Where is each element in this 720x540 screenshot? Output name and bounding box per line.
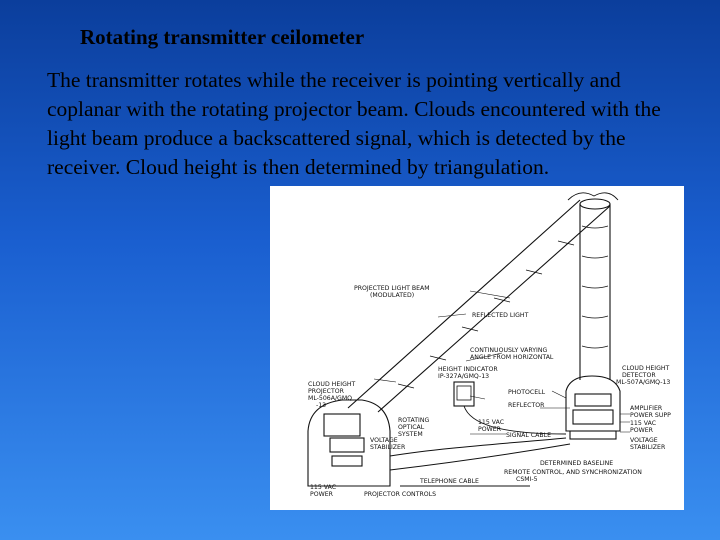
label-remote-control: REMOTE CONTROL, AND SYNCHRONIZATION <box>504 469 642 476</box>
label-signal-cable: SIGNAL CABLE <box>506 432 551 439</box>
label-optical: OPTICAL <box>398 424 425 431</box>
label-projected-beam: PROJECTED LIGHT BEAM <box>354 285 430 292</box>
label-detector-model: ML-507A/GMQ-13 <box>616 379 670 386</box>
slide-body-text: The transmitter rotates while the receiv… <box>47 68 661 179</box>
label-voltage-left: VOLTAGE <box>370 437 398 444</box>
label-power-supply: POWER SUPP <box>630 412 671 419</box>
label-reflector: REFLECTOR <box>508 402 545 409</box>
label-remote-model: CSMI-5 <box>516 476 538 483</box>
label-system: SYSTEM <box>398 431 423 438</box>
slide-title: Rotating transmitter ceilometer <box>80 25 365 49</box>
label-projected-beam-modulated: (MODULATED) <box>370 292 414 299</box>
label-voltage-right: VOLTAGE <box>630 437 658 444</box>
label-115vac-left: 115 VAC <box>310 484 336 491</box>
label-projector-model-suffix: -13 <box>316 402 326 409</box>
label-reflected-light: REFLECTED LIGHT <box>472 312 529 319</box>
label-telephone-cable: TELEPHONE CABLE <box>419 478 479 485</box>
label-115vac-mid: 115 VAC <box>478 419 504 426</box>
label-stabilizer-left: STABILIZER <box>370 444 406 451</box>
label-projector-controls: PROJECTOR CONTROLS <box>364 491 436 498</box>
label-115vac-right: 115 VAC <box>630 420 656 427</box>
label-power-right: POWER <box>630 427 654 434</box>
label-photocell: PHOTOCELL <box>508 389 546 396</box>
label-cloud-height-detector: CLOUD HEIGHT <box>622 365 670 372</box>
label-detector: DETECTOR <box>622 372 656 379</box>
label-amplifier: AMPLIFIER <box>630 405 663 412</box>
label-height-indicator: HEIGHT INDICATOR <box>438 366 498 373</box>
label-stabilizer-right: STABILIZER <box>630 444 666 451</box>
label-power-mid: POWER <box>478 426 502 433</box>
label-cloud-height-projector: CLOUD HEIGHT <box>308 381 356 388</box>
label-height-indicator-model: IP-327A/GMQ-13 <box>438 373 489 380</box>
label-determined-baseline: DETERMINED BASELINE <box>540 460 613 467</box>
label-projector-model: ML-506A/GMQ <box>308 395 352 402</box>
label-angle-horizontal: ANGLE FROM HORIZONTAL <box>470 354 554 361</box>
ceilometer-diagram: PROJECTED LIGHT BEAM (MODULATED) REFLECT… <box>270 186 684 510</box>
label-varying-angle: CONTINUOUSLY VARYING <box>470 347 547 354</box>
label-projector: PROJECTOR <box>308 388 345 395</box>
label-power-left: POWER <box>310 491 334 498</box>
label-rotating: ROTATING <box>398 417 429 424</box>
